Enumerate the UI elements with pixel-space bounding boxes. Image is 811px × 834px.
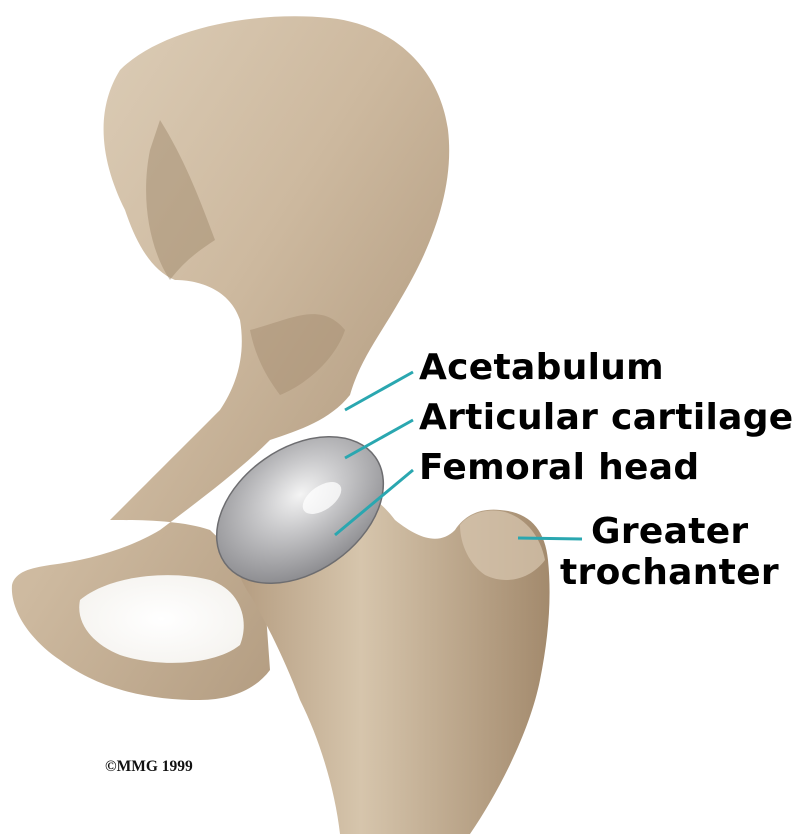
- copyright-notice: ©MMG 1999: [105, 758, 193, 776]
- label-femoral-head: Femoral head: [419, 450, 699, 486]
- label-greater-trochanter-line2: trochanter: [560, 555, 779, 591]
- leader-line-cartilage: [345, 420, 413, 458]
- leader-line-greater-trochanter: [518, 538, 582, 539]
- label-acetabulum: Acetabulum: [419, 350, 664, 386]
- label-articular-cartilage: Articular cartilage: [419, 400, 794, 436]
- label-greater-trochanter-line1: Greater: [591, 514, 749, 550]
